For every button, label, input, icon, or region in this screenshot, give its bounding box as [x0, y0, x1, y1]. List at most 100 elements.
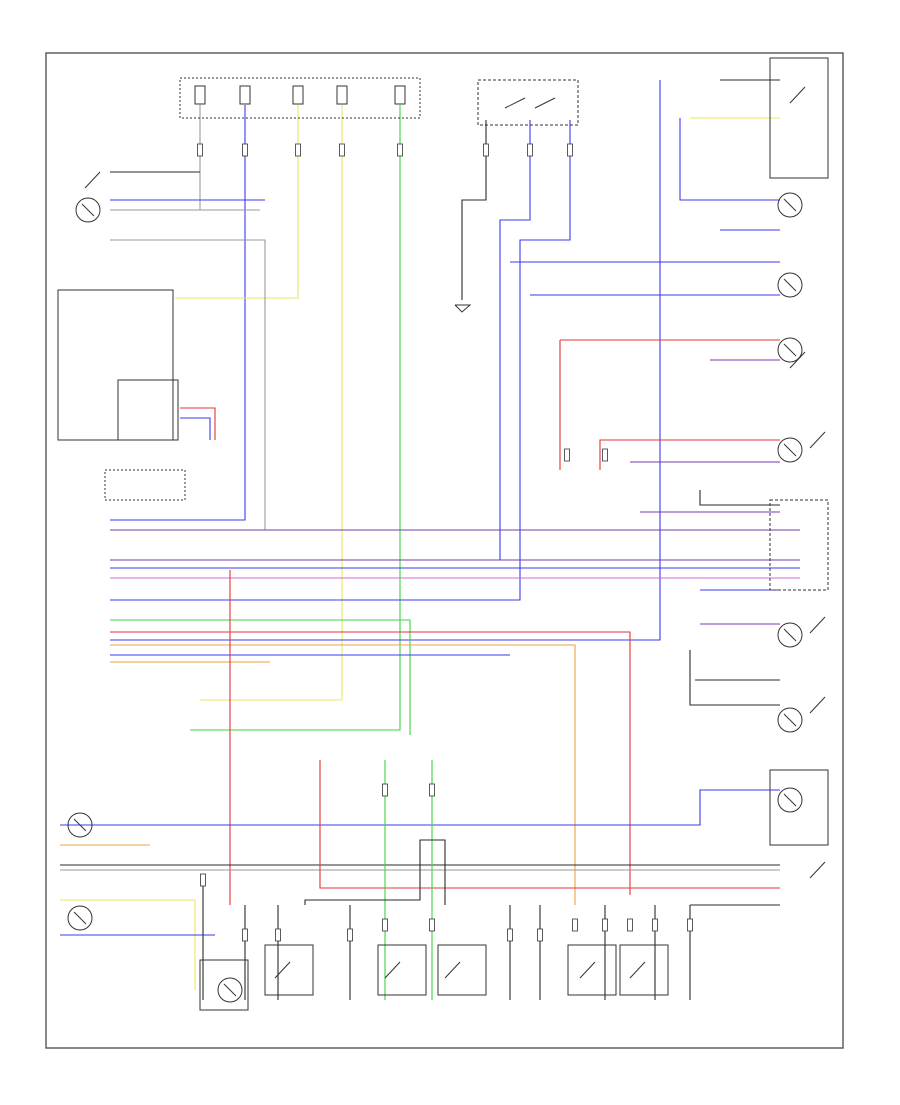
connector-pin: [429, 783, 435, 797]
connector-pin: [295, 143, 301, 157]
wire-green-long: [190, 105, 401, 731]
left-footwell-lamp-icon: [217, 977, 243, 1003]
connector-pin: [200, 873, 206, 887]
connector-pin: [627, 918, 633, 932]
right-door-switch-box: [769, 57, 829, 179]
bottom-switch-1-icon: [274, 961, 291, 979]
wire-yellow-long: [200, 105, 343, 701]
connector-pin: [382, 783, 388, 797]
wire-bus-green: [110, 619, 411, 735]
right-door-lamp-icon: [783, 198, 797, 212]
left-connector-box: [104, 469, 186, 501]
connector-pin: [197, 143, 203, 157]
bottom-switch-3-icon: [444, 961, 461, 979]
bottom-switch-4-icon: [579, 961, 596, 979]
ground-icon: [454, 304, 472, 313]
bottom-box-3: [437, 944, 487, 996]
luggage-lamp-icon: [783, 443, 797, 457]
connector-pin: [537, 928, 543, 942]
vanity-right-lamp-icon: [777, 707, 803, 733]
connector-pin: [347, 928, 353, 942]
bottom-box-4: [567, 944, 617, 996]
left-door-lamp-icon: [81, 203, 95, 217]
fuse-c-icon: [292, 85, 304, 105]
wire-luggage-4: [699, 490, 780, 506]
vanity-right-lamp-icon: [783, 713, 797, 727]
rear-lamp-icon: [73, 818, 87, 832]
wire-fuse-c-feed: [175, 105, 299, 299]
right-door-lamp-icon: [777, 192, 803, 218]
fuse-block-outline: [179, 77, 421, 119]
connector-pin: [527, 143, 533, 157]
wire-footwell-y: [60, 899, 196, 990]
wire-vanity-3: [689, 650, 780, 706]
combination-switch-contact-icon: [504, 97, 526, 109]
wire-luggage-red: [599, 439, 780, 470]
diagram-border: [45, 52, 844, 1049]
vanity-switch-2-icon: [809, 696, 826, 714]
left-footwell-lamp-icon: [223, 983, 237, 997]
wire-map-light: [60, 789, 780, 826]
combination-meter-box: [57, 289, 174, 441]
bottom-box-1: [264, 944, 314, 996]
connector-pin: [242, 928, 248, 942]
right-door-switch-icon: [789, 86, 806, 104]
wire-right-door: [679, 118, 780, 201]
wire-right-feed: [110, 80, 661, 641]
wire-bus-red: [110, 631, 631, 895]
wire-fuse-b-feed: [110, 105, 246, 521]
connector-pin: [483, 143, 489, 157]
wire-meter-blue: [180, 417, 211, 440]
component-layer: [57, 57, 829, 1011]
connector-pin: [397, 143, 403, 157]
wire-door-switch-4: [110, 239, 266, 530]
vanity-left-lamp-icon: [783, 628, 797, 642]
connector-pin: [564, 448, 570, 462]
right-rear-lamp-icon: [783, 278, 797, 292]
right-connector-box: [769, 499, 829, 591]
connector-pin: [602, 918, 608, 932]
map-switch-icon: [809, 861, 826, 879]
right-footwell-lamp-icon: [67, 905, 93, 931]
vanity-switch-icon: [809, 616, 826, 634]
wire-comb-sw-blue2: [110, 120, 571, 601]
connector-pin: [242, 143, 248, 157]
connector-pin: [602, 448, 608, 462]
connector-pin: [429, 918, 435, 932]
connector-pin: [572, 918, 578, 932]
combination-switch-contact-icon: [534, 97, 556, 109]
fuse-a-icon: [194, 85, 206, 105]
connector-pin: [382, 918, 388, 932]
footwell-lamp-box: [199, 959, 249, 1011]
left-door-switch-icon: [84, 171, 101, 189]
right-rear-lamp-icon: [777, 272, 803, 298]
fuse-b-icon: [239, 85, 251, 105]
connector-pin: [687, 918, 693, 932]
wire-meter-red: [180, 407, 216, 440]
connector-pin: [339, 143, 345, 157]
connector-pin: [652, 918, 658, 932]
rear-lamp-icon: [67, 812, 93, 838]
fuse-e-icon: [394, 85, 406, 105]
connector-pin: [567, 143, 573, 157]
bottom-box-5: [619, 944, 669, 996]
vanity-left-lamp-icon: [777, 622, 803, 648]
wire-layer: [60, 79, 800, 1000]
combination-switch-box: [477, 79, 579, 126]
left-door-lamp-icon: [75, 197, 101, 223]
wire-bottom-red: [319, 760, 780, 889]
map-light-box: [769, 769, 829, 846]
wire-bus-orange: [110, 644, 576, 905]
bottom-switch-2-icon: [384, 961, 401, 979]
luggage-switch-icon: [809, 431, 826, 449]
luggage-lamp-icon: [777, 437, 803, 463]
connector-pin: [507, 928, 513, 942]
wire-comb-sw-ground: [461, 120, 487, 300]
meter-module-icon: [117, 379, 179, 441]
bottom-switch-5-icon: [629, 961, 646, 979]
trunk-lamp-icon: [783, 343, 797, 357]
fuse-d-icon: [336, 85, 348, 105]
map-lamp-icon: [783, 793, 797, 807]
